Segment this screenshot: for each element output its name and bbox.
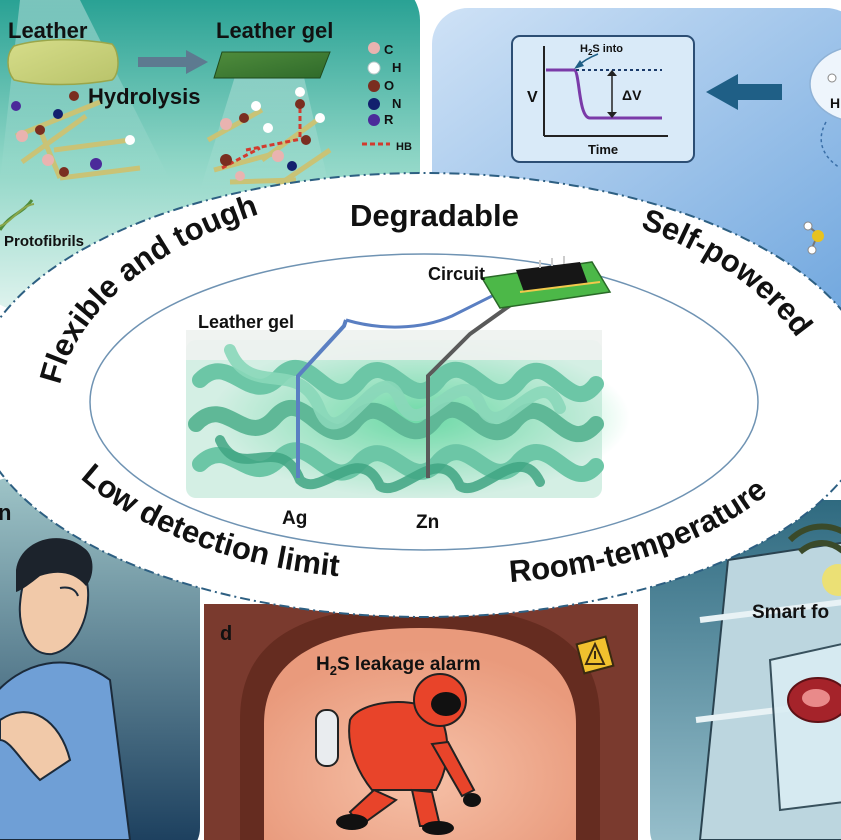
circuit-label: Circuit [428, 264, 485, 284]
signal-arrow [706, 74, 782, 110]
voltage-inset: V Time H2S into ΔV [511, 35, 695, 163]
legend-hb: HB [396, 141, 412, 153]
edge-fragment-h: H [830, 95, 840, 111]
leather-hide [7, 39, 119, 86]
ag-electrode [296, 319, 348, 478]
protofibrils-label: Protofibrils [4, 233, 84, 250]
zn-electrode [426, 282, 542, 478]
inset-y-label: V [527, 89, 538, 106]
gas-bubble [809, 48, 841, 120]
edge-fragment-n: n [0, 500, 11, 525]
bottom-right-panel: Smart fo [650, 500, 841, 840]
circuit-board [480, 256, 612, 309]
hydrolysis-arrow-head [186, 50, 208, 74]
leakage-alarm-title: H2S leakage alarm [316, 654, 481, 678]
hydrolysis-label: Hydrolysis [88, 84, 201, 109]
smart-food-title: Smart fo [752, 602, 829, 623]
leather-gel-sheet [213, 51, 331, 79]
hazmat-worker [315, 673, 481, 835]
legend-dot-n [368, 98, 380, 110]
legend-dot-o [368, 80, 380, 92]
legend-r: R [384, 112, 394, 127]
wifi-icon [787, 523, 841, 596]
legend-dot-c [368, 42, 380, 54]
inset-x-label: Time [588, 142, 618, 157]
inset-annotation: H2S into [580, 43, 623, 57]
ag-label: Ag [282, 508, 307, 529]
legend-o: O [384, 78, 394, 93]
legend-dot-r [368, 114, 380, 126]
bottom-center-panel: d H2S leakage alarm [204, 604, 638, 840]
atom-legend: C H O N R HB [362, 42, 412, 153]
zn-label: Zn [416, 512, 439, 533]
legend-n: N [392, 96, 401, 111]
collagen-network-left [11, 91, 141, 181]
leather-gel-label: Leather gel [216, 18, 333, 43]
legend-c: C [384, 42, 394, 57]
top-left-panel: Leather Leather gel Hydrolysis [0, 0, 420, 310]
collagen-network-right [206, 87, 332, 191]
legend-dot-h [367, 61, 381, 75]
ring-label-degradable: Degradable [350, 198, 519, 233]
central-oval: Circuit Leather gel Ag Zn Flexible and t… [0, 172, 841, 618]
legend-h: H [392, 60, 401, 75]
warning-sign-icon [575, 635, 615, 675]
voltage-trace [546, 68, 662, 120]
leather-label: Leather [8, 18, 88, 43]
protofibril-strand [0, 199, 35, 231]
center-leather-gel-label: Leather gel [198, 312, 294, 332]
leather-gel-block [186, 330, 630, 498]
fridge-interior [695, 541, 841, 840]
h2s-molecule-icon [803, 221, 824, 255]
inset-delta-label: ΔV [622, 87, 642, 103]
person-illustration [0, 538, 132, 840]
panel-letter-d: d [220, 623, 232, 645]
